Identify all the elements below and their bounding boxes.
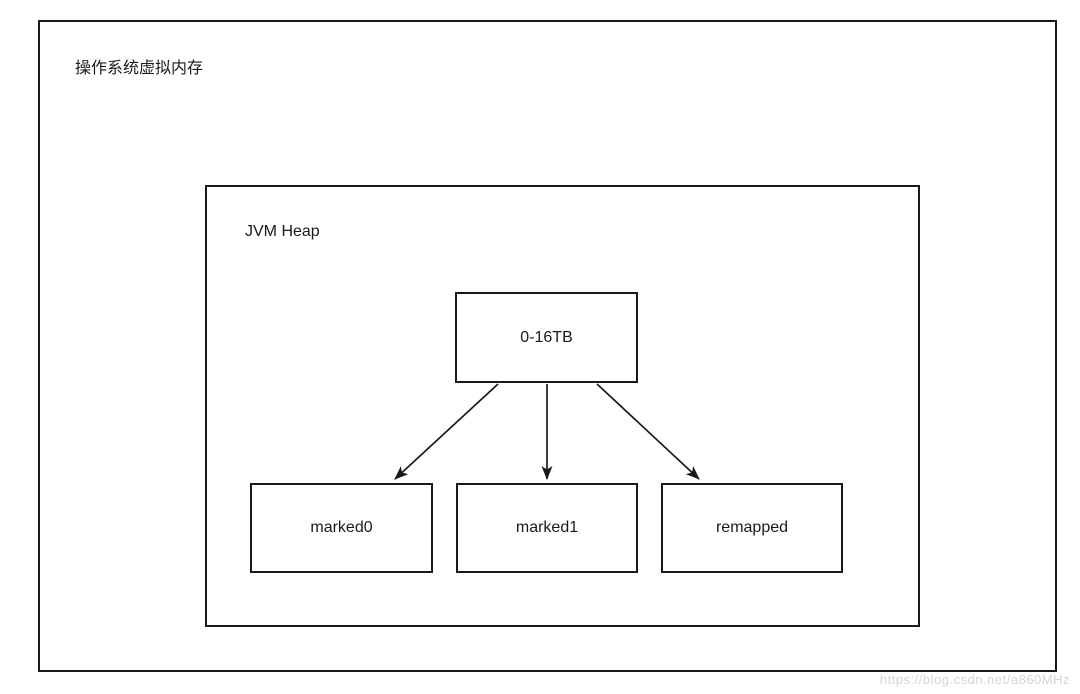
node-remapped-label: remapped [715, 519, 789, 536]
node-0-16tb: 0-16TB [455, 292, 638, 383]
node-remapped: remapped [661, 483, 843, 573]
node-marked1: marked1 [456, 483, 638, 573]
node-marked0: marked0 [250, 483, 433, 573]
os-virtual-memory-label: 操作系统虚拟内存 [75, 60, 204, 77]
node-0-16tb-label: 0-16TB [520, 328, 573, 346]
watermark: https://blog.csdn.net/a860MHz [879, 672, 1070, 687]
node-marked0-label: marked0 [310, 519, 373, 536]
jvm-heap-label: JVM Heap [245, 223, 320, 240]
node-marked1-label: marked1 [515, 519, 579, 536]
